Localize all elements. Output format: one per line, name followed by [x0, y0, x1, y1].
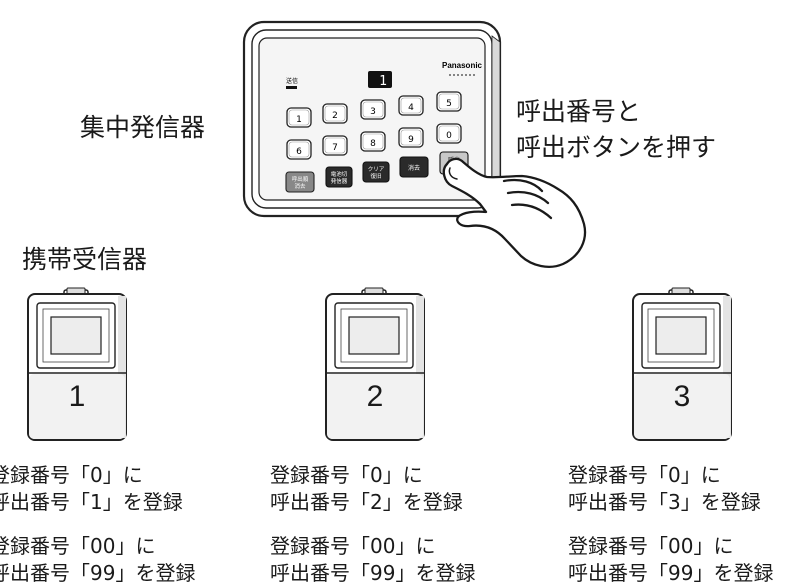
key-2[interactable]: 2: [322, 103, 348, 124]
receiver-3-caption-2a: 登録番号「00」に: [568, 534, 734, 558]
clear-restore-label-1: クリア: [368, 166, 385, 173]
receiver-1-caption-2b: 呼出番号「99」を登録: [0, 561, 196, 585]
receiver-3-number: 3: [673, 380, 691, 413]
key-5-label: 5: [446, 99, 452, 109]
key-6[interactable]: 6: [286, 139, 312, 160]
key-3[interactable]: 3: [360, 99, 386, 120]
receiver-2-number: 2: [366, 380, 384, 413]
key-4[interactable]: 4: [398, 95, 424, 116]
battery-transmitter-label-2: 発信器: [331, 177, 348, 185]
clear-call-order-label-1: 呼出順: [292, 175, 309, 183]
central-transmitter: Panasonic 送信 1 1 2 3 4: [242, 20, 502, 218]
key-7[interactable]: 7: [322, 135, 348, 156]
key-9-label: 9: [408, 135, 414, 145]
receiver-2-caption-2b: 呼出番号「99」を登録: [270, 561, 476, 585]
key-8[interactable]: 8: [360, 131, 386, 152]
receiver-2-caption-2a: 登録番号「00」に: [270, 534, 436, 558]
key-4-label: 4: [408, 103, 414, 113]
erase-button[interactable]: 消去: [399, 156, 429, 178]
receiver-1-caption-2a: 登録番号「00」に: [0, 534, 156, 558]
receiver-1: [27, 287, 127, 441]
instruction-line-2: 呼出ボタンを押す: [516, 133, 717, 162]
hand-icon: [442, 157, 587, 268]
key-7-label: 7: [332, 143, 338, 153]
send-indicator-label: 送信: [286, 77, 298, 85]
clear-call-order-button[interactable]: 呼出順 消去: [285, 171, 315, 193]
clear-restore-label-2: 復旧: [370, 172, 381, 180]
erase-label: 消去: [408, 164, 420, 172]
key-6-label: 6: [296, 147, 302, 157]
receiver-3-caption-1b: 呼出番号「3」を登録: [568, 490, 761, 514]
battery-transmitter-button[interactable]: 電池切 発信器: [325, 166, 353, 188]
send-indicator-lamp: [286, 86, 297, 89]
key-8-label: 8: [370, 139, 376, 149]
receiver-1-number: 1: [68, 380, 86, 413]
key-0[interactable]: 0: [436, 123, 462, 144]
key-2-label: 2: [332, 111, 338, 121]
key-5[interactable]: 5: [436, 91, 462, 112]
key-0-label: 0: [446, 131, 452, 141]
receiver-1-caption-1a: 登録番号「0」に: [0, 463, 143, 487]
key-9[interactable]: 9: [398, 127, 424, 148]
receiver-3-caption-1a: 登録番号「0」に: [568, 463, 721, 487]
key-1-label: 1: [296, 115, 302, 125]
receiver-3-caption-2b: 呼出番号「99」を登録: [568, 561, 774, 585]
receiver-1-caption-1b: 呼出番号「1」を登録: [0, 490, 183, 514]
speaker-dots-icon: [449, 74, 475, 76]
transmitter-label: 集中発信器: [80, 113, 206, 142]
receiver-2: [325, 287, 425, 441]
brand-logo: Panasonic: [442, 61, 483, 70]
clear-restore-button[interactable]: クリア 復旧: [362, 161, 390, 183]
key-1[interactable]: 1: [286, 107, 312, 128]
clear-call-order-label-2: 消去: [294, 182, 306, 190]
receiver-2-caption-1a: 登録番号「0」に: [270, 463, 423, 487]
receivers-label: 携帯受信器: [22, 245, 148, 274]
battery-transmitter-label-1: 電池切: [331, 170, 348, 178]
receiver-2-caption-1b: 呼出番号「2」を登録: [270, 490, 463, 514]
receiver-3: [632, 287, 732, 441]
digit-display: [368, 71, 392, 88]
instruction-line-1: 呼出番号と: [516, 97, 642, 126]
key-3-label: 3: [370, 107, 376, 117]
digit-display-value: 1: [379, 74, 387, 89]
